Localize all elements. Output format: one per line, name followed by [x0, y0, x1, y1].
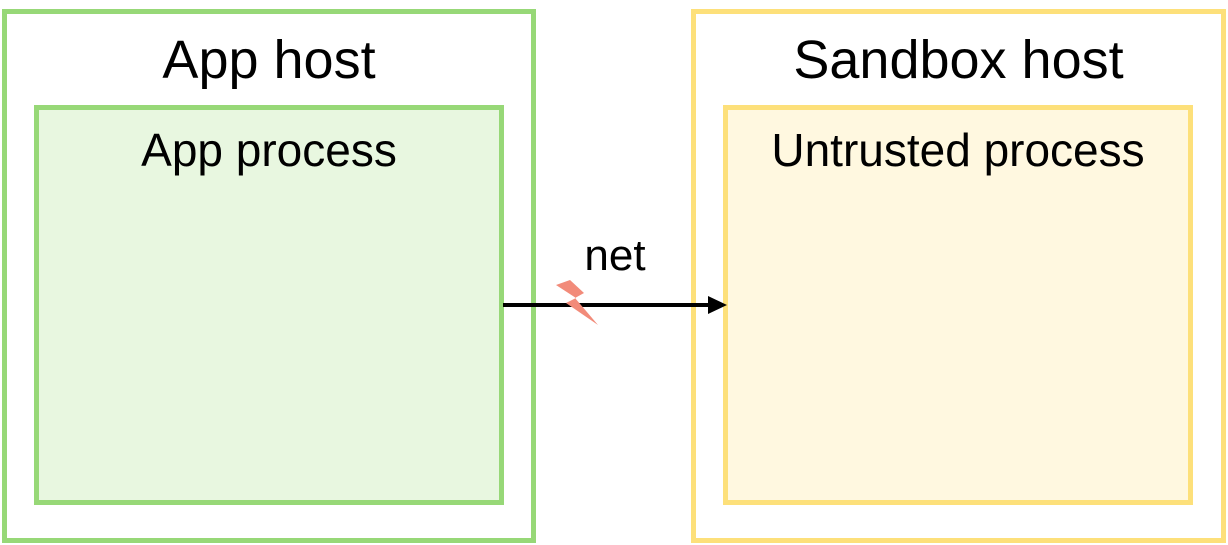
- untrusted-process-label: Untrusted process: [771, 124, 1145, 176]
- net-arrowhead: [708, 296, 727, 314]
- app-process-label: App process: [141, 124, 397, 176]
- sandbox-host-label: Sandbox host: [793, 30, 1124, 90]
- app-host-label: App host: [162, 30, 376, 90]
- lightning-bolt-icon: [556, 280, 598, 325]
- net-edge-label: net: [584, 231, 646, 280]
- app-process-box: App process: [34, 105, 504, 505]
